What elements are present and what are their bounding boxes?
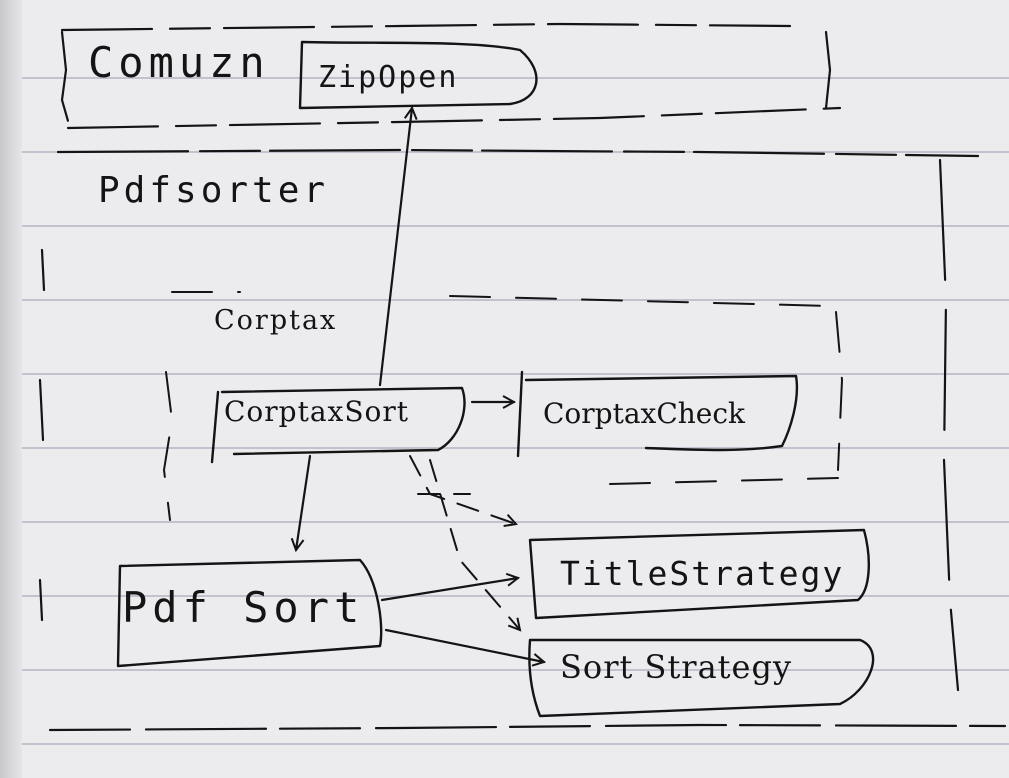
corptax-sort-box[interactable] <box>210 386 466 464</box>
node-label-corptax-sort: CorptaxSort <box>224 395 410 428</box>
zip-open-box[interactable] <box>298 40 538 110</box>
node-label-title-strategy: TitleStrategy <box>560 554 845 593</box>
package-label-common: Comuzn <box>88 38 270 87</box>
package-label-pdfsorter: Pdfsorter <box>98 170 330 211</box>
node-label-sort-strategy: Sort Strategy <box>560 648 793 686</box>
edge-pdfsort-titlestrategy <box>380 578 518 602</box>
package-frame-common <box>60 22 842 130</box>
edge-corptaxsort-sortstrategy-dashed <box>429 459 520 630</box>
node-label-corptax-check: CorptaxCheck <box>543 397 746 430</box>
pdf-sort-box[interactable] <box>116 558 383 668</box>
page-edge-shadow <box>0 0 22 778</box>
package-frame-pdfsorter <box>38 148 1007 732</box>
node-label-zip-open: ZipOpen <box>318 60 459 95</box>
package-frame-corptax <box>163 291 843 521</box>
edge-pdfsort-sortstrategy <box>384 628 544 662</box>
edge-corptaxsort-titlestrategy-dashed <box>409 455 516 524</box>
title-strategy-box[interactable] <box>528 528 870 620</box>
node-label-pdf-sort: Pdf Sort <box>122 583 365 632</box>
corptax-check-box[interactable] <box>516 370 799 458</box>
edge-corptaxsort-pdfsort <box>296 454 312 550</box>
package-label-corptax: Corptax <box>214 305 338 336</box>
sort-strategy-box[interactable] <box>528 638 875 718</box>
edge-corptaxsort-zipopen <box>378 108 412 387</box>
